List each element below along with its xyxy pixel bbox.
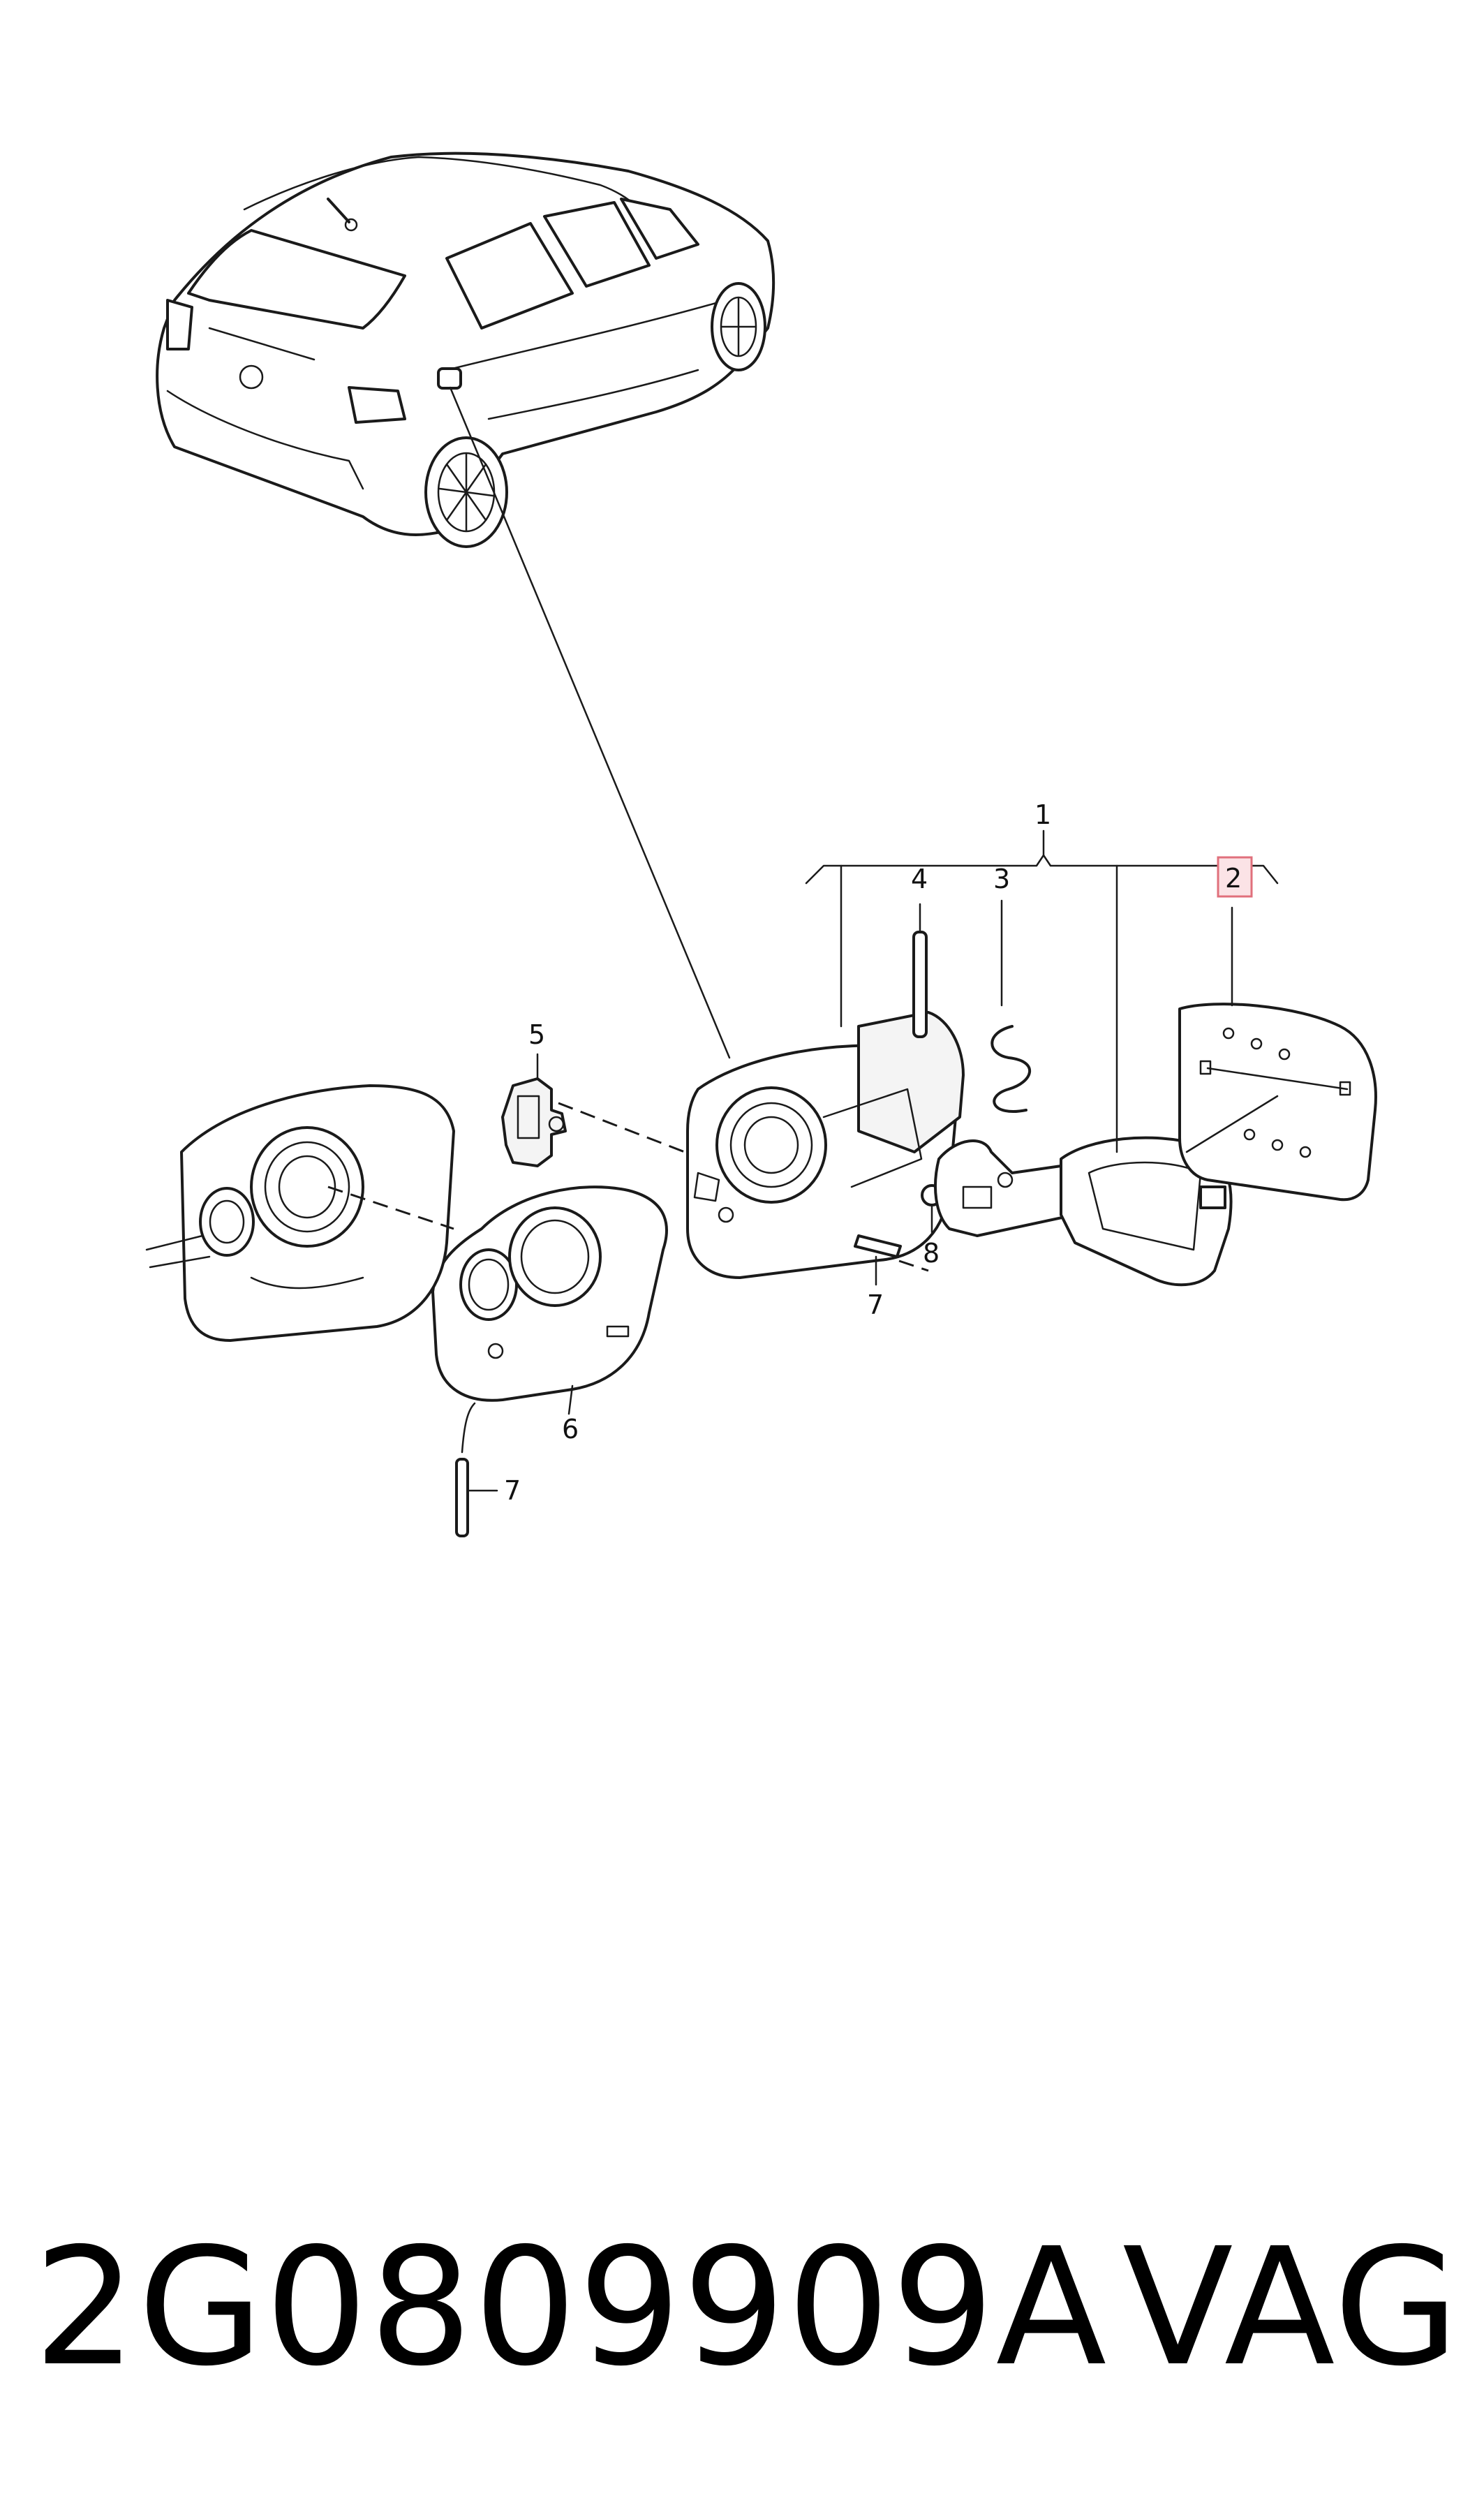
part-7-screw-bottom [455, 1402, 498, 1537]
leader-car-to-housing [449, 386, 731, 1059]
callout-7-middle: 7 [867, 1290, 884, 1320]
part-4-pin [912, 903, 928, 1038]
assembly-bracket [805, 829, 1279, 1153]
brand-name: VAG [1122, 2213, 1461, 2402]
car-illustration [156, 152, 776, 548]
part-number: 2G0809909A [34, 2213, 1108, 2402]
callout-6: 6 [562, 1414, 579, 1445]
part-7-screw-middle [854, 1234, 902, 1286]
callout-7-bottom: 7 [504, 1475, 521, 1506]
callout-2: 2 [1225, 863, 1242, 894]
part-1-filler-housing [686, 1011, 965, 1279]
front-wheel [711, 282, 766, 371]
callout-4: 4 [911, 864, 928, 894]
hinge-arm [934, 1136, 1233, 1287]
part-3-spring [990, 899, 1032, 1113]
callout-3: 3 [993, 864, 1010, 894]
body-panel-filler-neck [145, 1084, 455, 1342]
callout-8: 8 [923, 1238, 940, 1269]
footer-caption: 2G0809909A VAG [0, 2213, 1484, 2423]
part-6-cover-plate [431, 1185, 668, 1415]
part-2-fuel-flap [1178, 1003, 1377, 1202]
callout-2-highlight [1217, 856, 1253, 898]
part-5-latch-actuator [501, 1053, 567, 1167]
callout-1: 1 [1034, 799, 1051, 830]
callout-5: 5 [528, 1019, 545, 1050]
